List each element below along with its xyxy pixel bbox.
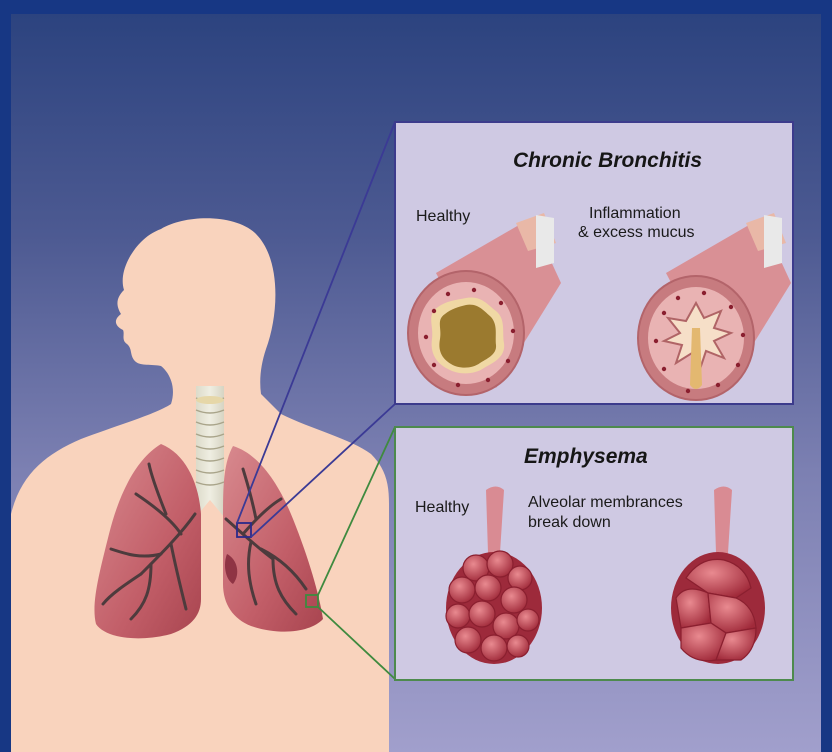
illustration-panel: Chronic Bronchitis Healthy Inflammation … <box>11 14 821 752</box>
healthy-alveoli-illustration <box>446 487 542 665</box>
healthy-bronchus-illustration <box>408 213 561 395</box>
inflamed-bronchus-illustration <box>638 213 791 400</box>
emphysema-panel: Emphysema Healthy Alveolar membrances br… <box>394 426 794 681</box>
chronic-bronchitis-panel: Chronic Bronchitis Healthy Inflammation … <box>394 121 794 405</box>
bronchi-cross-section-illustrations <box>396 123 792 403</box>
damaged-alveoli-illustration <box>671 487 765 665</box>
alveoli-illustrations <box>396 428 792 679</box>
